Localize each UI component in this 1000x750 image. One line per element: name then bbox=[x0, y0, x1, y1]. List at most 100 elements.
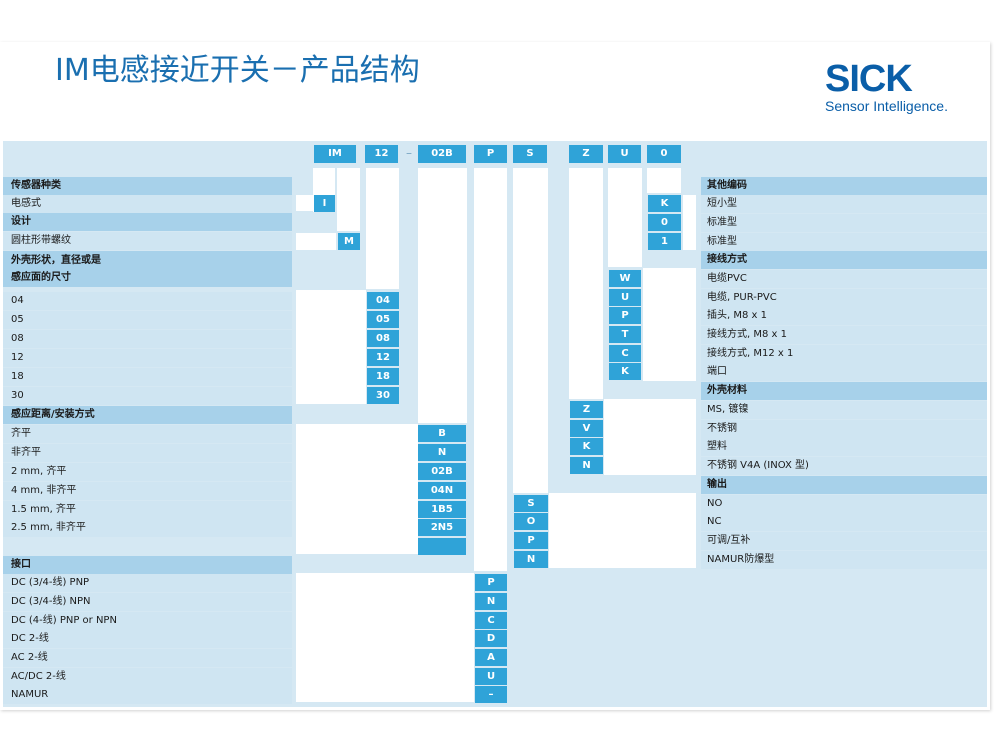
header-code-im: IM bbox=[314, 145, 356, 163]
label-namur-ex: NAMUR防爆型 bbox=[701, 551, 987, 569]
column-strip bbox=[647, 168, 681, 193]
header-code-other: 0 bbox=[647, 145, 681, 163]
label-1-5mm-flush: 1.5 mm, 齐平 bbox=[3, 501, 292, 519]
heading-line-1: 外壳形状，直径或是 bbox=[11, 255, 101, 266]
code-k-plastic: K bbox=[570, 438, 603, 455]
code-c: C bbox=[475, 612, 507, 629]
label-non-flush: 非齐平 bbox=[3, 444, 292, 462]
label-plastic: 塑料 bbox=[701, 438, 987, 456]
label-dc-pnp: DC (3/4-线) PNP bbox=[3, 574, 292, 592]
label-dc-npn: DC (3/4-线) NPN bbox=[3, 593, 292, 611]
code-08: 08 bbox=[367, 330, 399, 347]
label-stainless-steel: 不锈钢 bbox=[701, 420, 987, 438]
label-nc: NC bbox=[701, 513, 987, 531]
label-size-08: 08 bbox=[3, 330, 292, 348]
label-ms-nickel: MS, 镀镍 bbox=[701, 401, 987, 419]
section-heading-other-codes: 其他编码 bbox=[701, 177, 987, 195]
code-v: V bbox=[570, 420, 603, 437]
code-p: P bbox=[609, 307, 641, 324]
code-12: 12 bbox=[367, 349, 399, 366]
header-code-distance: 02B bbox=[418, 145, 466, 163]
section-heading-sensor-type: 传感器种类 bbox=[3, 177, 292, 195]
label-cable-pvc: 电缆PVC bbox=[701, 270, 987, 288]
section-heading-connection: 接线方式 bbox=[701, 251, 987, 269]
sick-logo: SICK Sensor Intelligence. bbox=[825, 60, 948, 114]
fill-block bbox=[549, 493, 696, 568]
section-heading-output: 输出 bbox=[701, 476, 987, 494]
code-w: W bbox=[609, 270, 641, 287]
label-adjustable: 可调/互补 bbox=[701, 532, 987, 550]
label-size-30: 30 bbox=[3, 387, 292, 405]
fill-block bbox=[643, 268, 696, 381]
header-dash: – bbox=[406, 146, 412, 160]
slide-title: IM电感接近开关－产品结构 bbox=[55, 53, 420, 88]
code-18: 18 bbox=[367, 368, 399, 385]
label-plug-m8: 插头, M8 x 1 bbox=[701, 307, 987, 325]
code-1-standard: 1 bbox=[648, 233, 681, 250]
label-size-04: 04 bbox=[3, 292, 292, 310]
fill-block bbox=[296, 233, 336, 250]
code-z: Z bbox=[570, 401, 603, 418]
code-s: S bbox=[514, 495, 548, 512]
header-code-interface: P bbox=[474, 145, 507, 163]
code-k-terminal: K bbox=[609, 363, 641, 380]
code-n: N bbox=[475, 593, 507, 610]
section-heading-housing-size: 外壳形状，直径或是 感应面的尺寸 bbox=[3, 251, 292, 287]
header-code-output: S bbox=[513, 145, 547, 163]
label-size-12: 12 bbox=[3, 349, 292, 367]
code-0-standard: 0 bbox=[648, 214, 681, 231]
code-1b5: 1B5 bbox=[418, 501, 466, 518]
fill-block bbox=[296, 424, 418, 554]
code-d: D bbox=[475, 630, 507, 647]
code-k-short: K bbox=[648, 195, 681, 212]
label-2mm-flush: 2 mm, 齐平 bbox=[3, 463, 292, 481]
code-a: A bbox=[475, 649, 507, 666]
code-n: N bbox=[418, 444, 466, 461]
column-strip bbox=[366, 168, 399, 289]
label-4mm-non-flush: 4 mm, 非齐平 bbox=[3, 482, 292, 500]
logo-wordmark: SICK bbox=[825, 58, 913, 100]
label-namur: NAMUR bbox=[3, 686, 292, 704]
fill-block bbox=[683, 195, 696, 250]
column-strip bbox=[569, 168, 603, 399]
label-inductive: 电感式 bbox=[3, 195, 292, 213]
heading-line-2: 感应面的尺寸 bbox=[11, 272, 71, 283]
column-strip bbox=[608, 168, 642, 267]
code-u: U bbox=[609, 289, 641, 306]
code-04n: 04N bbox=[418, 482, 466, 499]
section-heading-design: 设计 bbox=[3, 213, 292, 231]
section-heading-sensing-distance: 感应距离/安装方式 bbox=[3, 406, 292, 424]
label-short: 短小型 bbox=[701, 195, 987, 213]
column-strip bbox=[513, 168, 548, 493]
logo-tagline: Sensor Intelligence. bbox=[825, 98, 948, 114]
label-flush: 齐平 bbox=[3, 425, 292, 443]
section-heading-housing-material: 外壳材料 bbox=[701, 382, 987, 400]
code-u: U bbox=[475, 668, 507, 685]
code-p-adjustable: P bbox=[514, 532, 548, 549]
label-dc-2-wire: DC 2-线 bbox=[3, 630, 292, 648]
fill-block bbox=[604, 399, 696, 475]
fill-block bbox=[296, 573, 474, 702]
label-connection-m12: 接线方式, M12 x 1 bbox=[701, 345, 987, 363]
fill-block bbox=[296, 195, 318, 211]
code-p: P bbox=[475, 574, 507, 591]
label-ac-dc-2-wire: AC/DC 2-线 bbox=[3, 668, 292, 686]
code-empty bbox=[418, 538, 466, 555]
label-stainless-v4a: 不锈钢 V4A (INOX 型) bbox=[701, 457, 987, 475]
label-ac-2-wire: AC 2-线 bbox=[3, 649, 292, 667]
label-terminal: 端口 bbox=[701, 363, 987, 381]
code-i: I bbox=[314, 195, 335, 212]
code-30: 30 bbox=[367, 387, 399, 404]
label-standard-0: 标准型 bbox=[701, 214, 987, 232]
code-04: 04 bbox=[367, 292, 399, 309]
label-2-5mm-non-flush: 2.5 mm, 非齐平 bbox=[3, 519, 292, 537]
code-c: C bbox=[609, 345, 641, 362]
header-code-housing: Z bbox=[569, 145, 603, 163]
code-02b: 02B bbox=[418, 463, 466, 480]
code-m: M bbox=[338, 233, 360, 250]
label-cable-pur-pvc: 电缆, PUR-PVC bbox=[701, 289, 987, 307]
label-no: NO bbox=[701, 495, 987, 513]
code-o: O bbox=[514, 513, 548, 530]
header-code-connection: U bbox=[608, 145, 641, 163]
code-dash: – bbox=[475, 686, 507, 703]
